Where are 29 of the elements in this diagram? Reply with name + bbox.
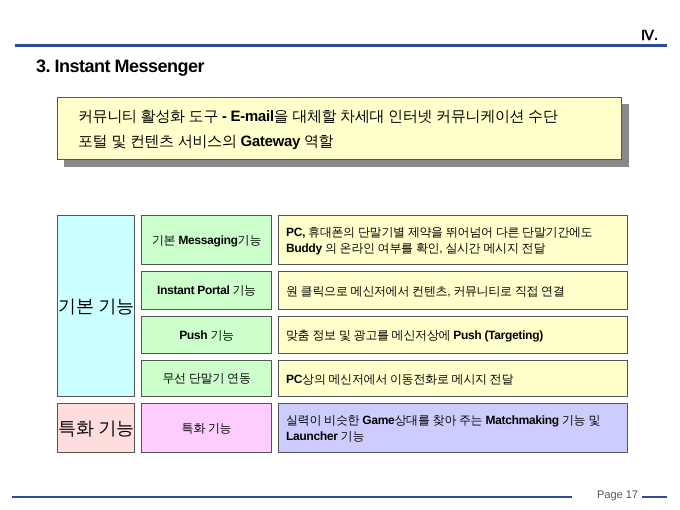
feature-description: PC, 휴대폰의 단말기별 제약을 뛰어넘어 다른 단말기간에도 Buddy 의 온라인 여부를 확인, 실시간 메시지 전달	[286, 224, 594, 256]
feature-name: 기본 Messaging기능	[152, 232, 262, 248]
slide-title: 3. Instant Messenger	[36, 56, 204, 77]
summary-text: 커뮤니티 활성화 도구 - E-mail을 대체할 차세대 인터넷 커뮤니케이션 수단	[78, 106, 558, 126]
description-cell	[278, 360, 628, 397]
section-number: Ⅳ.	[641, 27, 658, 43]
description-cell	[278, 271, 628, 310]
category-label: 특화 기능	[58, 417, 134, 440]
feature-name: Instant Portal 기능	[157, 282, 256, 299]
feature-description: 맞춤 정보 및 광고를 메신저상에 Push (Targeting)	[286, 327, 543, 343]
feature-name: 특화 기능	[182, 420, 232, 436]
feature-cell	[141, 215, 272, 265]
feature-cell	[141, 316, 272, 354]
category-cell	[57, 215, 135, 397]
feature-description: 원 클릭으로 메신저에서 컨텐츠, 커뮤니티로 직접 연결	[286, 282, 565, 298]
category-label: 기본 기능	[58, 295, 134, 318]
summary-text: 포털 및 컨텐츠 서비스의 Gateway 역할	[78, 132, 334, 152]
feature-cell	[141, 271, 272, 310]
feature-cell	[141, 403, 272, 453]
feature-description: PC상의 메신저에서 이동전화로 메시지 전달	[286, 370, 514, 386]
description-cell	[278, 403, 628, 453]
feature-name: Push 기능	[179, 326, 234, 344]
feature-name: 무선 단말기 연동	[162, 370, 250, 387]
feature-description: 실력이 비슷한 Game상대를 찾아 주는 Matchmaking 기능 및 Launcher 기능	[286, 412, 602, 444]
feature-cell	[141, 360, 272, 397]
description-cell	[278, 215, 628, 265]
page-number: Page 17	[597, 489, 638, 501]
description-cell	[278, 316, 628, 354]
category-cell	[57, 403, 135, 453]
